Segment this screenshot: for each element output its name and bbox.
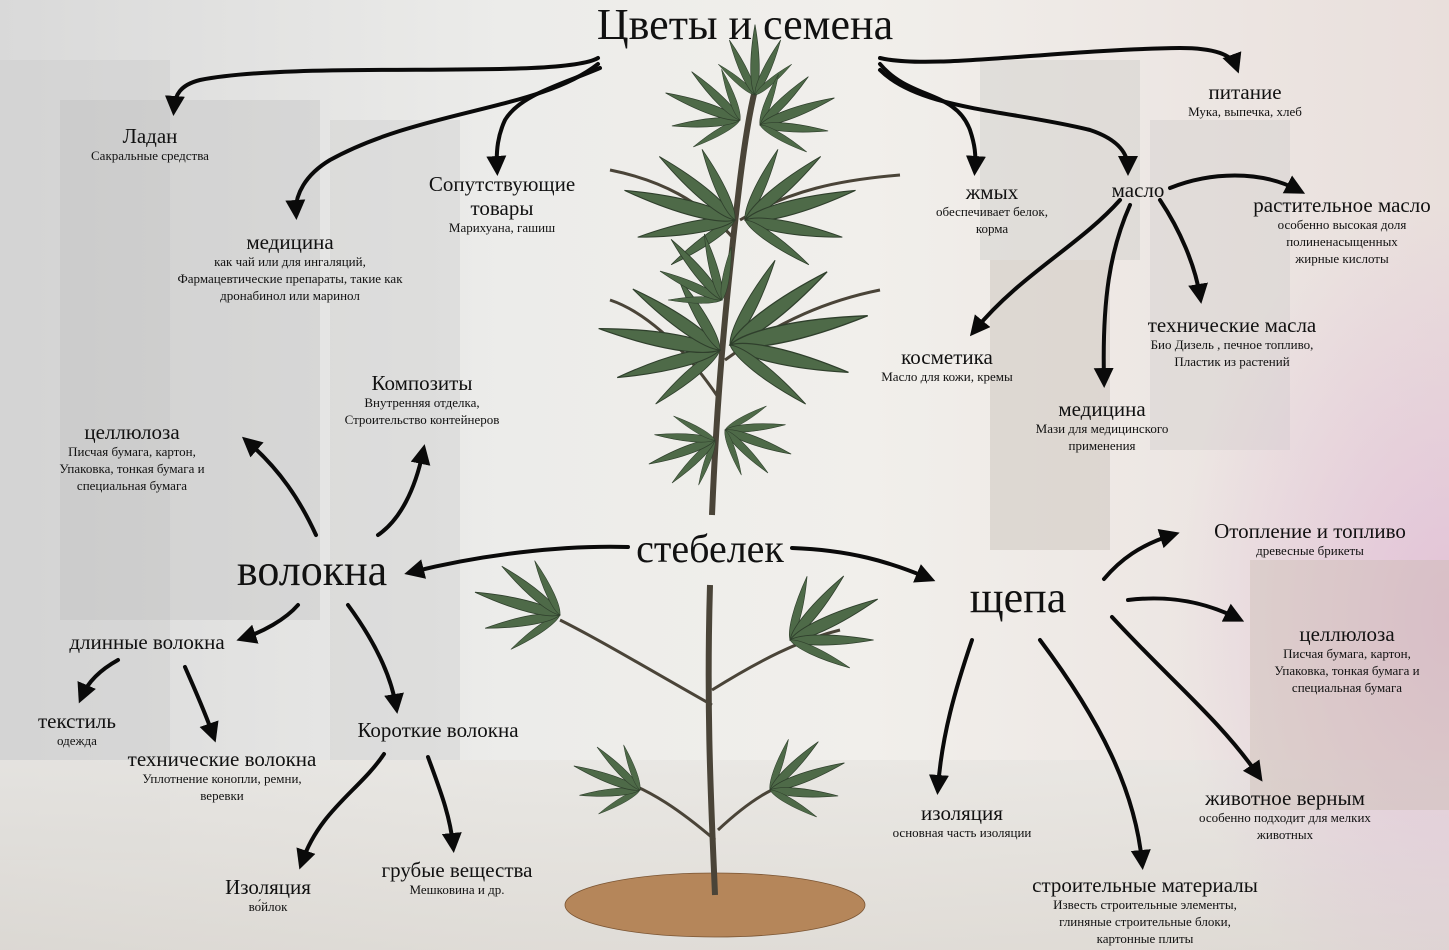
fiber-cellulose-sub-2: Упаковка, тонкая бумага и — [59, 461, 205, 477]
textile-sub: одежда — [57, 733, 97, 749]
fiber-insulation-sub: во́йлок — [248, 899, 288, 915]
fiber-cellulose-title: целлюлоза — [84, 420, 180, 444]
cosmetics-title: косметика — [901, 345, 993, 369]
coarse-sub: Мешковина и др. — [409, 882, 505, 898]
node-heating: Отопление и топливо древесные брикеты — [1185, 519, 1435, 560]
vegetable-oil-sub-2: полиненасыщенных — [1286, 234, 1398, 250]
node-shive-cellulose: целлюлоза Писчая бумага, картон, Упаковк… — [1245, 622, 1449, 697]
incense-title: Ладан — [122, 124, 178, 148]
incense-sub: Сакральные средства — [91, 148, 209, 164]
vegetable-oil-sub-3: жирные кислоты — [1295, 250, 1389, 266]
node-coarse: грубые вещества Мешковина и др. — [360, 858, 554, 899]
related-title-1: Сопутствующие — [428, 172, 576, 196]
vegetable-oil-sub-1: особенно высокая доля — [1277, 217, 1407, 233]
textile-title: текстиль — [38, 709, 116, 733]
cake-title: жмых — [965, 180, 1019, 204]
composites-title: Композиты — [371, 371, 473, 395]
medicine-sub-1: как чай или для ингаляций, — [214, 254, 366, 270]
bedding-sub-2: животных — [1256, 827, 1314, 843]
title: Цветы и семена — [540, 0, 950, 51]
building-sub-2: глиняные строительные блоки, — [1059, 914, 1231, 930]
composites-sub-2: Строительство контейнеров — [344, 412, 500, 428]
fiber-cellulose-sub-3: специальная бумага — [76, 477, 188, 493]
fiber-cellulose-sub-1: Писчая бумага, картон, — [68, 444, 196, 460]
node-oil: масло — [1098, 178, 1178, 202]
node-bedding: животное верным особенно подходит для ме… — [1170, 786, 1400, 844]
shive-insulation-title: изоляция — [921, 801, 1003, 825]
shive-insulation-sub: основная часть изоляции — [892, 825, 1032, 841]
shive-cellulose-sub-3: специальная бумага — [1291, 679, 1403, 695]
technical-fibers-sub-2: веревки — [200, 788, 244, 804]
node-shive-insulation: изоляция основная часть изоляции — [862, 801, 1062, 842]
building-title: строительные материалы — [1032, 873, 1258, 897]
shive-cellulose-sub-1: Писчая бумага, картон, — [1283, 646, 1411, 662]
food-title: питание — [1208, 80, 1282, 104]
bedding-title: животное верным — [1205, 786, 1365, 810]
node-fiber-insulation: Изоляция во́йлок — [200, 875, 336, 916]
fiber-insulation-title: Изоляция — [225, 875, 311, 899]
fibers-title: волокна — [236, 546, 388, 595]
shives-title: щепа — [969, 573, 1067, 622]
node-composites: Композиты Внутренняя отделка, Строительс… — [312, 371, 532, 429]
node-related-goods: Сопутствующие товары Марихуана, гашиш — [400, 172, 604, 237]
vegetable-oil-title: растительное масло — [1253, 193, 1431, 217]
coarse-title: грубые вещества — [381, 858, 533, 882]
related-title-2: товары — [470, 196, 534, 221]
technical-fibers-sub-1: Уплотнение конопли, ремни, — [142, 771, 302, 787]
medicine-title: медицина — [246, 230, 334, 254]
technical-fibers-title: технические волокна — [127, 747, 317, 771]
oil-title: масло — [1111, 178, 1165, 202]
node-incense: Ладан Сакральные средства — [50, 124, 250, 165]
composites-sub-1: Внутренняя отделка, — [364, 395, 480, 411]
node-cosmetics: косметика Масло для кожи, кремы — [845, 345, 1049, 386]
bedding-sub-1: особенно подходит для мелких — [1199, 810, 1371, 826]
node-textile: текстиль одежда — [20, 709, 134, 750]
building-sub-1: Известь строительные элементы, — [1053, 897, 1237, 913]
node-fibers: волокна — [212, 546, 412, 597]
related-sub: Марихуана, гашиш — [448, 220, 556, 236]
heating-title: Отопление и топливо — [1214, 519, 1406, 543]
shive-cellulose-sub-2: Упаковка, тонкая бумага и — [1274, 663, 1420, 679]
node-short-fibers: Короткие волокна — [338, 718, 538, 742]
long-fibers-title: длинные волокна — [69, 630, 225, 654]
cake-sub-1: обеспечивает белок, — [936, 204, 1048, 220]
medicine-sub-2: Фармацевтические препараты, такие как — [177, 271, 403, 287]
technical-oil-title: технические масла — [1147, 313, 1317, 337]
node-oil-medicine: медицина Мази для медицинского применени… — [1005, 397, 1199, 455]
node-medicine-flowers: медицина как чай или для ингаляций, Фарм… — [140, 230, 440, 305]
shive-cellulose-title: целлюлоза — [1299, 622, 1395, 646]
node-stem: стебелек — [620, 526, 800, 572]
node-food: питание Мука, выпечка, хлеб — [1150, 80, 1340, 121]
node-cake: жмых обеспечивает белок, корма — [900, 180, 1084, 238]
heating-sub: древесные брикеты — [1256, 543, 1364, 559]
node-fiber-cellulose: целлюлоза Писчая бумага, картон, Упаковк… — [30, 420, 234, 495]
technical-oil-sub-2: Пластик из растений — [1174, 354, 1290, 370]
cosmetics-sub: Масло для кожи, кремы — [881, 369, 1013, 385]
node-technical-fibers: технические волокна Уплотнение конопли, … — [106, 747, 338, 805]
oil-medicine-sub-2: применения — [1068, 438, 1136, 454]
node-shives: щепа — [940, 573, 1096, 624]
short-fibers-title: Короткие волокна — [357, 718, 519, 742]
cake-sub-2: корма — [975, 221, 1009, 237]
oil-medicine-sub-1: Мази для медицинского — [1035, 421, 1169, 437]
stem-title: стебелек — [636, 526, 784, 571]
node-technical-oil: технические масла Био Дизель , печное то… — [1100, 313, 1364, 371]
title-text: Цветы и семена — [596, 0, 894, 49]
node-vegetable-oil: растительное масло особенно высокая доля… — [1235, 193, 1449, 268]
medicine-sub-3: дронабинол или маринол — [220, 287, 360, 303]
food-sub: Мука, выпечка, хлеб — [1188, 104, 1302, 120]
oil-medicine-title: медицина — [1058, 397, 1146, 421]
node-building-materials: строительные материалы Известь строитель… — [1005, 873, 1285, 948]
node-long-fibers: длинные волокна — [42, 630, 252, 654]
technical-oil-sub-1: Био Дизель , печное топливо, — [1150, 337, 1314, 353]
building-sub-3: картонные плиты — [1096, 930, 1194, 946]
